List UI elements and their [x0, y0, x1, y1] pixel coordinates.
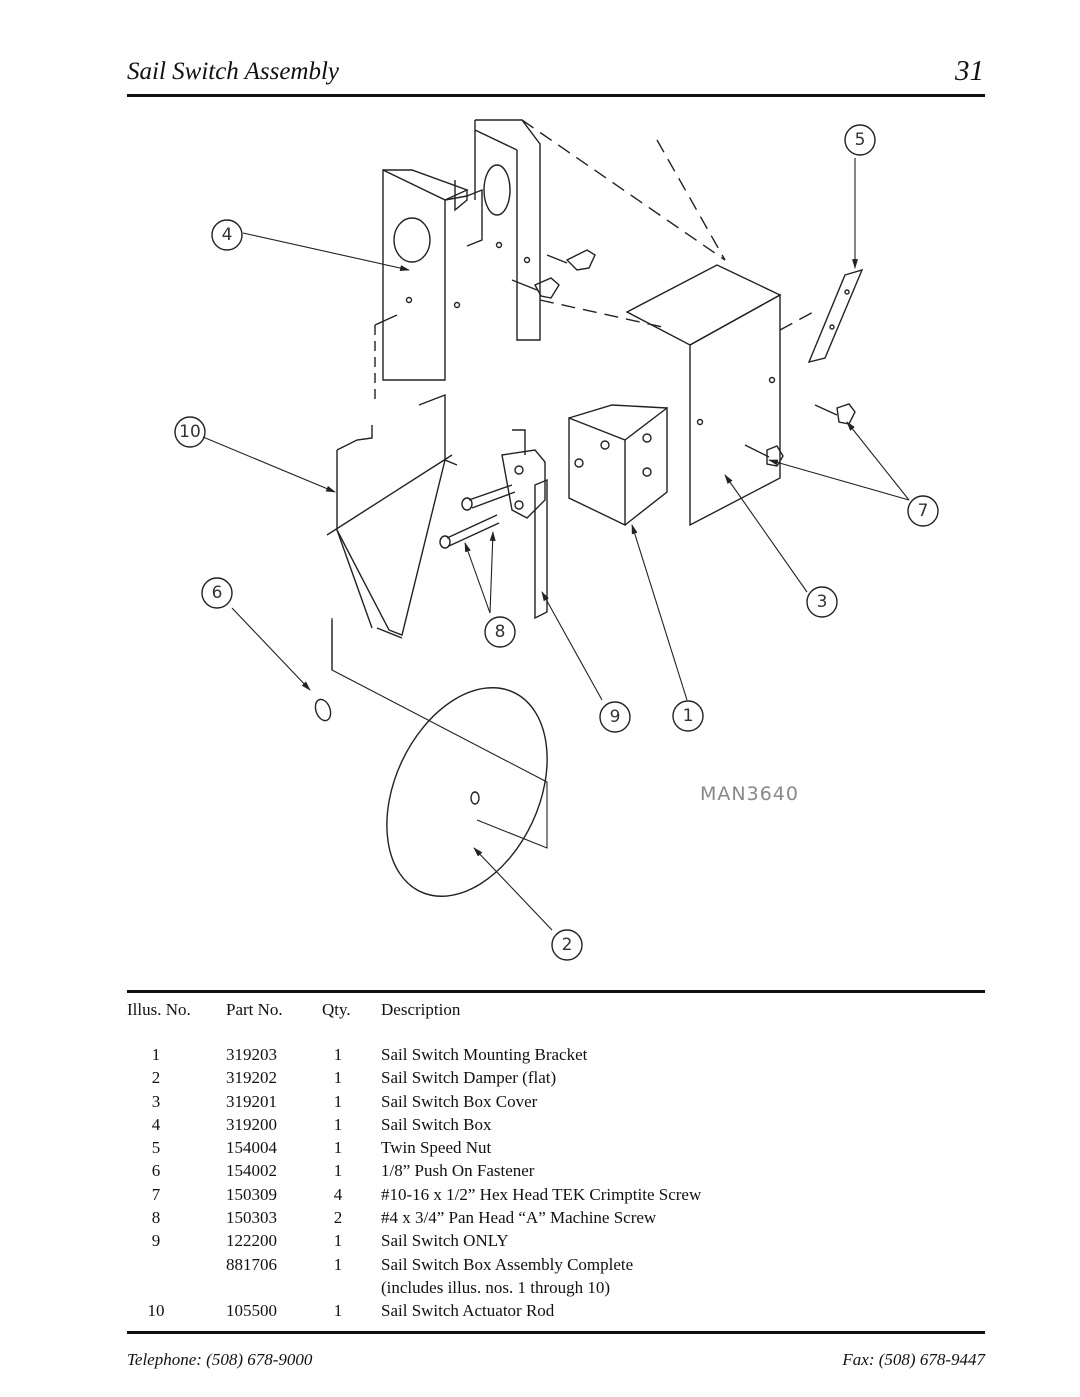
table-row: 7 150309 4 #10-16 x 1/2” Hex Head TEK Cr…	[127, 1183, 985, 1206]
push-on-fastener-part	[314, 698, 332, 722]
callout-6: 6	[212, 583, 223, 603]
page-title: Sail Switch Assembly	[127, 58, 340, 85]
table-row: (includes illus. nos. 1 through 10)	[127, 1276, 985, 1299]
part-cell: 319200	[226, 1114, 277, 1134]
illus-cell: 3	[151, 1091, 161, 1111]
callout-9: 9	[610, 707, 621, 727]
qty-cell: 1	[333, 1068, 343, 1088]
twin-speed-nut-part	[807, 268, 864, 364]
exploded-parts-diagram: 5 4 10 7 3 6 8 9 1 2 MAN3640	[174, 119, 939, 961]
part-cell: 319202	[226, 1068, 277, 1088]
table-row: 5 154004 1 Twin Speed Nut	[127, 1136, 985, 1159]
table-top-rule	[127, 990, 985, 993]
desc-cell: Sail Switch ONLY	[381, 1231, 509, 1251]
header-illus-no: Illus. No.	[127, 1000, 191, 1019]
desc-cell: (includes illus. nos. 1 through 10)	[381, 1277, 611, 1297]
parts-table: Illus. No. Part No. Qty. Description 1 3…	[127, 997, 985, 1323]
qty-cell: 1	[333, 1254, 343, 1274]
hex-head-screws-part	[511, 249, 856, 467]
illus-cell: 9	[151, 1231, 161, 1251]
machine-screws-part	[439, 484, 516, 549]
qty-cell: 1	[333, 1138, 343, 1158]
callout-2: 2	[562, 935, 573, 955]
desc-cell: Sail Switch Damper (flat)	[381, 1068, 557, 1088]
qty-cell: 4	[333, 1184, 343, 1204]
header-qty: Qty.	[322, 1000, 351, 1019]
footer-telephone: Telephone: (508) 678-9000	[127, 1350, 313, 1369]
part-cell: 154002	[226, 1161, 277, 1181]
callout-8: 8	[495, 622, 506, 642]
qty-cell: 2	[333, 1208, 343, 1228]
callout-5: 5	[855, 130, 866, 150]
table-row: 8 150303 2 #4 x 3/4” Pan Head “A” Machin…	[127, 1206, 985, 1229]
qty-cell: 1	[333, 1045, 343, 1064]
part-cell: 319201	[226, 1091, 277, 1111]
part-cell: 881706	[226, 1254, 277, 1274]
desc-cell: Sail Switch Box	[381, 1114, 492, 1134]
table-row: 4 319200 1 Sail Switch Box	[127, 1113, 985, 1136]
desc-cell: Sail Switch Box Cover	[381, 1091, 538, 1111]
page-number: 31	[955, 55, 984, 87]
sail-switch-box-part	[382, 119, 541, 381]
illus-cell: 6	[151, 1161, 161, 1181]
table-header-row: Illus. No. Part No. Qty. Description	[127, 997, 985, 1022]
table-bottom-rule	[127, 1331, 985, 1334]
part-cell: 150303	[226, 1208, 277, 1228]
callout-4: 4	[222, 225, 233, 245]
qty-cell: 1	[333, 1091, 343, 1111]
sail-switch-box-cover-part	[521, 119, 818, 527]
qty-cell: 1	[333, 1301, 343, 1321]
desc-cell: Sail Switch Mounting Bracket	[381, 1045, 588, 1064]
header-description: Description	[381, 1000, 461, 1019]
part-cell: 105500	[226, 1301, 277, 1321]
callout-bubbles	[174, 124, 939, 961]
footer-fax: Fax: (508) 678-9447	[842, 1350, 985, 1369]
illus-cell: 7	[151, 1184, 161, 1204]
part-cell: 154004	[226, 1138, 277, 1158]
table-row: 881706 1 Sail Switch Box Assembly Comple…	[127, 1253, 985, 1276]
mounting-bracket-part	[568, 404, 668, 527]
part-cell: 150309	[226, 1184, 277, 1204]
desc-cell: Sail Switch Actuator Rod	[381, 1301, 555, 1321]
illus-cell: 1	[151, 1045, 161, 1064]
desc-cell: #4 x 3/4” Pan Head “A” Machine Screw	[381, 1208, 657, 1228]
part-cell: 319203	[226, 1045, 277, 1064]
drawing-number: MAN3640	[700, 783, 799, 805]
illus-cell: 8	[151, 1208, 161, 1228]
header-rule	[127, 94, 985, 97]
sail-switch-part	[501, 429, 548, 620]
table-row: 9 122200 1 Sail Switch ONLY	[127, 1229, 985, 1252]
actuator-rod-part	[326, 314, 458, 639]
illus-cell: 5	[151, 1138, 161, 1158]
qty-cell: 1	[333, 1161, 343, 1181]
table-row: 1 319203 1 Sail Switch Mounting Bracket	[127, 1043, 985, 1066]
callout-1: 1	[683, 706, 694, 726]
qty-cell: 1	[333, 1114, 343, 1134]
illus-cell: 10	[147, 1301, 165, 1321]
sail-switch-damper-part	[331, 618, 548, 897]
illus-cell: 2	[151, 1068, 161, 1088]
table-row: 10 105500 1 Sail Switch Actuator Rod	[127, 1299, 985, 1322]
header-part-no: Part No.	[226, 1000, 283, 1019]
callout-leaders	[202, 158, 910, 931]
table-row: 2 319202 1 Sail Switch Damper (flat)	[127, 1066, 985, 1089]
desc-cell: Twin Speed Nut	[381, 1138, 492, 1158]
callout-10: 10	[179, 422, 201, 442]
desc-cell: 1/8” Push On Fastener	[381, 1161, 535, 1181]
qty-cell: 1	[333, 1231, 343, 1251]
table-row: 3 319201 1 Sail Switch Box Cover	[127, 1090, 985, 1113]
illus-cell: 4	[151, 1114, 161, 1134]
callout-7: 7	[918, 501, 929, 521]
table-row: 6 154002 1 1/8” Push On Fastener	[127, 1159, 985, 1182]
part-cell: 122200	[226, 1231, 277, 1251]
desc-cell: Sail Switch Box Assembly Complete	[381, 1254, 634, 1274]
desc-cell: #10-16 x 1/2” Hex Head TEK Crimptite Scr…	[381, 1184, 702, 1204]
callout-3: 3	[817, 592, 828, 612]
